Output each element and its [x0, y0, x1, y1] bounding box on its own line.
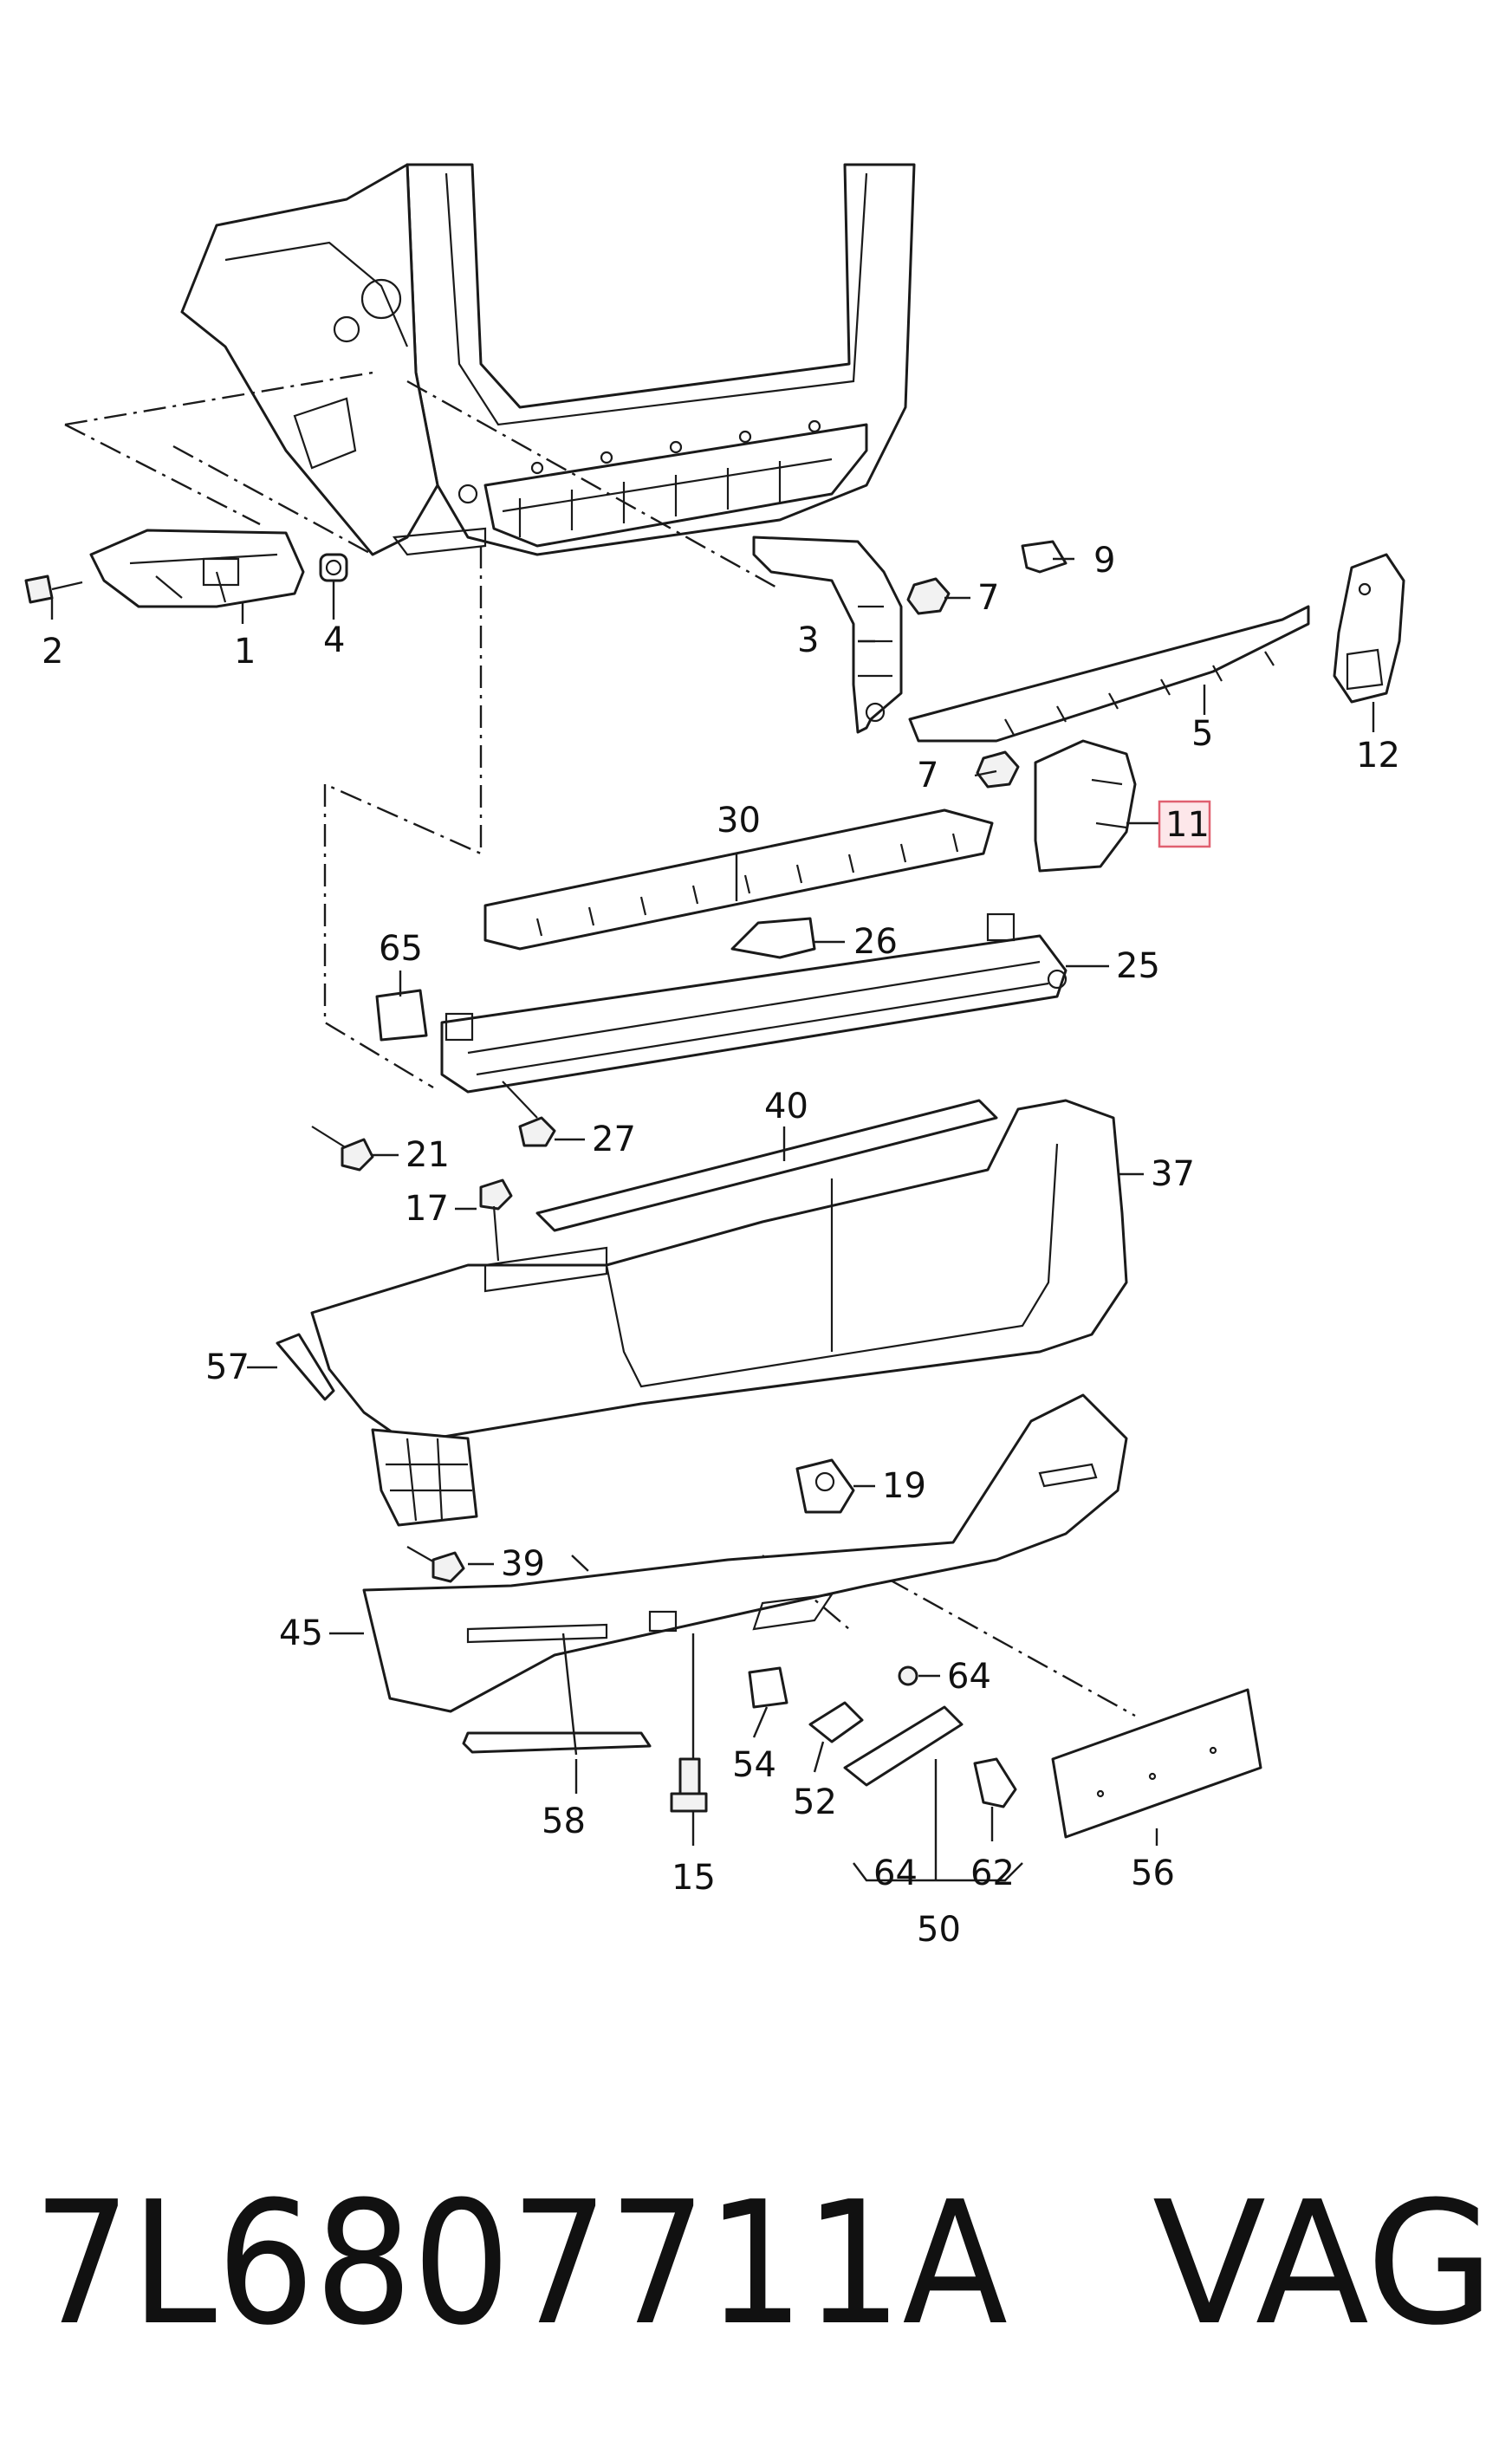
- part-45-lower-bumper-spoiler: [362, 1393, 1128, 1713]
- callout-52: 52: [793, 1782, 837, 1822]
- callout-3: 3: [797, 620, 819, 660]
- part-12-side-guide-right: [1333, 553, 1405, 704]
- part-4-spacer-nut: [319, 553, 348, 582]
- callout-17: 17: [405, 1189, 449, 1229]
- part-64-nut: [898, 1665, 918, 1686]
- callout-58: 58: [542, 1802, 586, 1841]
- part-25-bumper-bracket: [440, 912, 1067, 1094]
- part-39-screw: [406, 1546, 465, 1583]
- part-9-clip: [1021, 540, 1067, 574]
- callout-4: 4: [323, 620, 345, 660]
- callout-30: 30: [717, 801, 761, 841]
- callout-21: 21: [406, 1135, 450, 1175]
- part-65-pad: [375, 989, 428, 1042]
- part-62-bulb-holder: [973, 1757, 1017, 1808]
- callout-54: 54: [732, 1745, 776, 1785]
- callout-5: 5: [1191, 714, 1213, 754]
- callout-57: 57: [205, 1347, 250, 1387]
- part-37-bumper-cover: [310, 1099, 1128, 1444]
- part-number: 7L6807711A: [33, 2165, 1008, 2363]
- part-1-side-guide-bracket: [89, 529, 305, 608]
- part-3-mounting-bracket: [752, 536, 903, 734]
- callout-19: 19: [882, 1466, 926, 1506]
- assembly-guide-lines: [64, 371, 1136, 1717]
- part-30-impact-absorber: [483, 808, 994, 951]
- callout-25: 25: [1116, 946, 1160, 986]
- highlight-box: [1158, 800, 1211, 848]
- part-21-screw: [311, 1126, 374, 1172]
- callout-12: 12: [1356, 736, 1400, 776]
- callout-65: 65: [379, 929, 423, 969]
- callout-64-upper: 64: [947, 1657, 991, 1697]
- callout-45: 45: [279, 1613, 323, 1653]
- part-57-reflector: [276, 1333, 335, 1401]
- brand: VAG: [1152, 2165, 1495, 2363]
- part-7-nut-upper: [906, 577, 951, 615]
- part-5-guide-rail: [908, 605, 1310, 743]
- callout-39: 39: [501, 1544, 545, 1584]
- part-52-tow-hook-cover: [808, 1701, 864, 1743]
- callout-1: 1: [234, 632, 256, 672]
- callout-62: 62: [970, 1853, 1015, 1893]
- part-58-reflector-strip: [462, 1731, 652, 1754]
- part-15-bolt: [670, 1757, 708, 1813]
- callout-7-upper: 7: [977, 578, 999, 618]
- callout-11: 11: [1165, 805, 1210, 845]
- callout-leaders: [50, 557, 1375, 1882]
- callout-15: 15: [672, 1858, 716, 1898]
- callout-26: 26: [853, 922, 898, 962]
- callout-64-lower: 64: [873, 1853, 918, 1893]
- callout-50: 50: [917, 1910, 961, 1950]
- part-27-bolt: [502, 1081, 556, 1147]
- callout-9: 9: [1093, 541, 1115, 581]
- part-56-license-plate-holder: [1051, 1688, 1262, 1839]
- part-54-clip: [748, 1666, 788, 1709]
- part-40-trim-strip: [535, 1099, 998, 1232]
- callout-labels: 1 2 4 3 7 7 9 5 12 11 30 26 25 65 27 21 …: [42, 541, 1400, 1950]
- callout-37: 37: [1151, 1154, 1195, 1194]
- part-50-lamp: [843, 1705, 964, 1787]
- rear-body-panel: [180, 163, 916, 556]
- lower-grille-insert: [371, 1428, 478, 1527]
- part-17-screw: [479, 1178, 513, 1262]
- part-11-impact-absorber-side: [1034, 739, 1137, 873]
- part-2-screw: [24, 575, 83, 604]
- callout-56: 56: [1131, 1853, 1175, 1893]
- part-7-nut-lower: [976, 750, 1020, 789]
- callout-40: 40: [764, 1087, 808, 1126]
- part-26-mounting-plate: [730, 917, 816, 959]
- part-19-clip: [795, 1458, 855, 1514]
- callout-27: 27: [592, 1120, 636, 1159]
- callout-2: 2: [42, 632, 63, 672]
- callout-7-lower: 7: [917, 756, 938, 795]
